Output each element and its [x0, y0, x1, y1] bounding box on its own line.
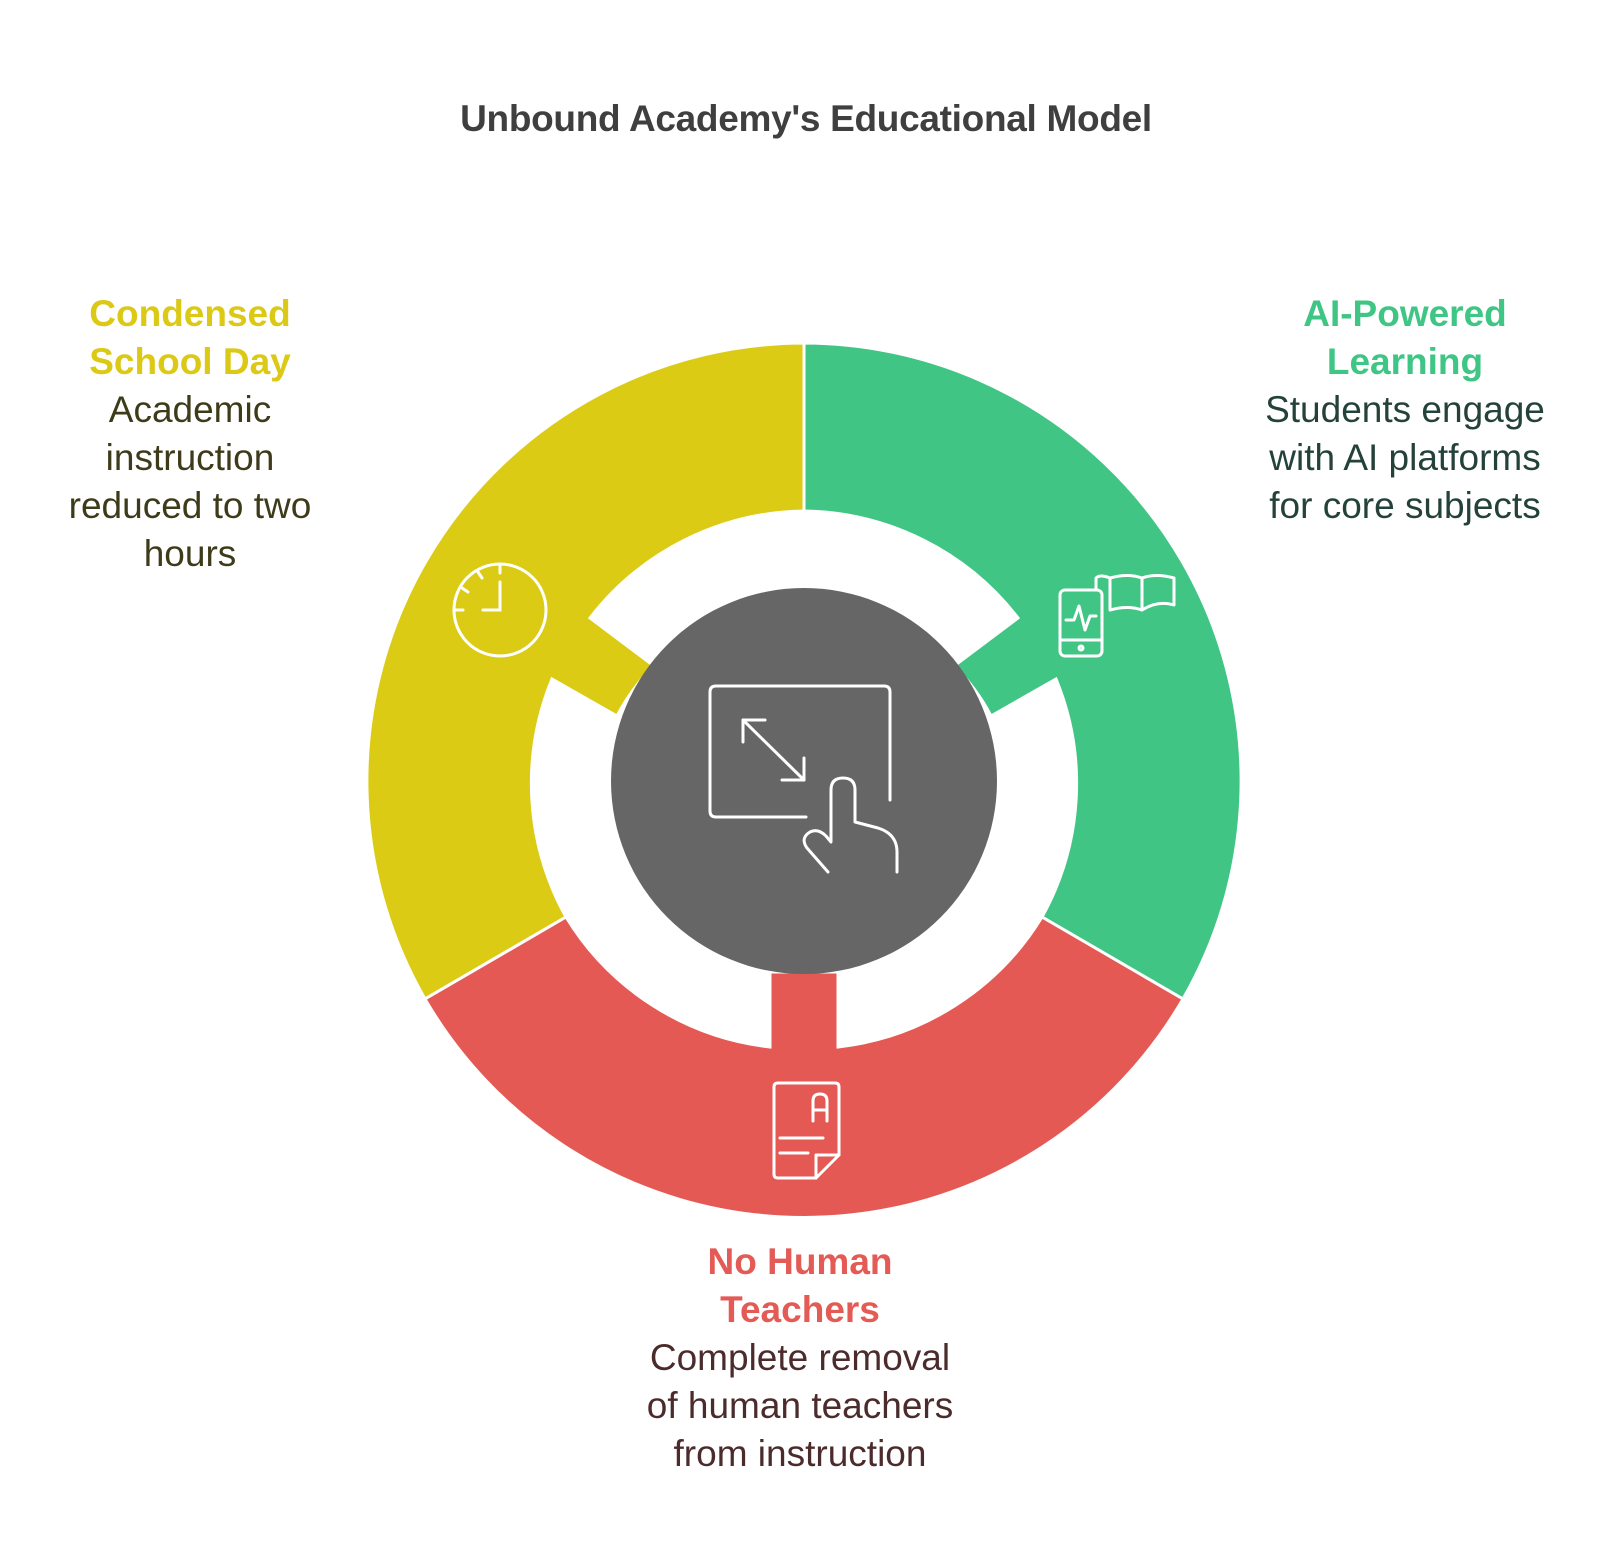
description-line: Complete removal [649, 1337, 951, 1378]
description-line: Academic [108, 389, 272, 430]
segment-ai-powered-learning [802, 341, 1243, 1002]
heading-no-human-teachers: No Human Teachers [600, 1238, 1000, 1334]
label-condensed-school-day: Condensed School Day Academic instructio… [40, 290, 340, 578]
description-line: for core subjects [1269, 485, 1541, 526]
phone-book-icon [1058, 574, 1176, 658]
description-ai-powered-learning: Students engage with AI platforms for co… [1235, 386, 1575, 530]
description-no-human-teachers: Complete removal of human teachers from … [600, 1334, 1000, 1478]
description-line: reduced to two [68, 485, 312, 526]
heading-line: Teachers [720, 1289, 880, 1330]
label-no-human-teachers: No Human Teachers Complete removal of hu… [600, 1238, 1000, 1478]
heading-line: Condensed [89, 293, 291, 334]
heading-line: Learning [1326, 341, 1484, 382]
heading-condensed-school-day: Condensed School Day [40, 290, 340, 386]
description-line: hours [143, 533, 237, 574]
heading-line: No Human [707, 1241, 893, 1282]
description-line: Students engage [1265, 389, 1545, 430]
heading-ai-powered-learning: AI-Powered Learning [1235, 290, 1575, 386]
label-ai-powered-learning: AI-Powered Learning Students engage with… [1235, 290, 1575, 530]
clock-icon [452, 562, 548, 658]
touch-resize-screen-icon [708, 684, 899, 874]
segment-condensed-school-day [365, 341, 806, 1002]
description-line: with AI platforms [1269, 437, 1541, 478]
segment-no-human-teachers [422, 914, 1186, 1219]
diagram-title: Unbound Academy's Educational Model [460, 98, 1152, 139]
description-line: instruction [105, 437, 275, 478]
graded-document-icon [772, 1081, 841, 1180]
heading-line: School Day [89, 341, 291, 382]
description-condensed-school-day: Academic instruction reduced to two hour… [40, 386, 340, 578]
heading-line: AI-Powered [1303, 293, 1507, 334]
description-line: from instruction [673, 1433, 927, 1474]
description-line: of human teachers [646, 1385, 954, 1426]
